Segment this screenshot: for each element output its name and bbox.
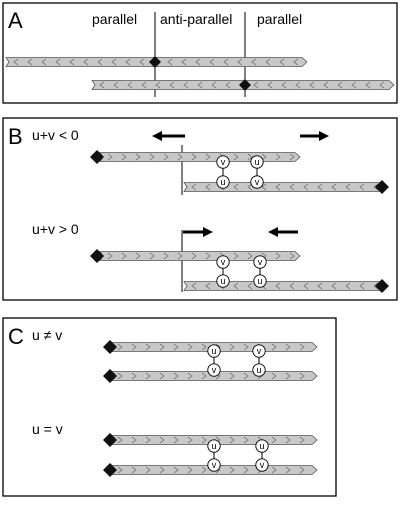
panel-a-header-parallel-right: parallel bbox=[257, 11, 302, 27]
panel-b-end-marker-3 bbox=[90, 249, 104, 263]
monomer-u bbox=[250, 155, 264, 169]
monomer-v bbox=[216, 255, 230, 269]
panel-c-frame bbox=[2, 317, 337, 497]
panel-c-condition-unequal: u ≠ v bbox=[32, 327, 62, 343]
monomer-u-label: u bbox=[211, 346, 216, 356]
arrow-right-icon bbox=[203, 227, 213, 237]
chevron-pattern bbox=[117, 372, 305, 380]
monomer-u-label: u bbox=[257, 276, 262, 286]
chevron-pattern bbox=[107, 252, 295, 260]
arrow-right-icon bbox=[319, 131, 329, 141]
monomer-v-label: v bbox=[212, 365, 217, 375]
monomer-u bbox=[216, 175, 230, 189]
monomer-v-label: v bbox=[258, 257, 263, 267]
monomer-u bbox=[207, 439, 221, 453]
panel-c-end-marker-3 bbox=[103, 433, 117, 447]
monomer-v bbox=[250, 175, 264, 189]
panel-a-header-anti-parallel: anti-parallel bbox=[160, 11, 232, 27]
panel-c-condition-equal: u = v bbox=[32, 421, 63, 437]
chevron-pattern bbox=[99, 81, 385, 89]
panel-c-end-marker-2 bbox=[103, 369, 117, 383]
panel-b-filament-4 bbox=[183, 281, 385, 291]
panel-b-filament-2 bbox=[183, 182, 385, 192]
panel-a-frame bbox=[2, 2, 398, 104]
monomer-v bbox=[207, 363, 221, 377]
monomer-u-label: u bbox=[259, 441, 264, 451]
chevron-pattern bbox=[191, 183, 379, 191]
panel-a-end-marker-bottom bbox=[239, 79, 251, 91]
panel-c-end-marker-4 bbox=[103, 463, 117, 477]
monomer-u bbox=[216, 274, 230, 288]
monomer-u-label: u bbox=[256, 365, 261, 375]
monomer-u bbox=[255, 439, 269, 453]
monomer-v-label: v bbox=[212, 460, 217, 470]
panel-b-end-marker-1 bbox=[90, 150, 104, 164]
panel-b-end-marker-2 bbox=[375, 180, 389, 194]
panel-b-condition-positive: u+v > 0 bbox=[32, 221, 79, 237]
monomer-u-label: u bbox=[254, 157, 259, 167]
panel-c-end-marker-1 bbox=[103, 340, 117, 354]
monomer-v-label: v bbox=[260, 460, 265, 470]
panel-b-filament-3 bbox=[99, 251, 301, 261]
chevron-pattern bbox=[107, 153, 295, 161]
panel-b-condition-negative: u+v < 0 bbox=[32, 127, 79, 143]
panel-c-label: C bbox=[8, 324, 24, 349]
monomer-v bbox=[216, 155, 230, 169]
arrow-left-icon bbox=[268, 227, 278, 237]
panel-a-end-marker-top bbox=[149, 56, 161, 68]
monomer-u bbox=[207, 344, 221, 358]
monomer-v bbox=[252, 344, 266, 358]
monomer-v-label: v bbox=[221, 157, 226, 167]
panel-b-frame bbox=[2, 117, 398, 301]
monomer-v bbox=[255, 458, 269, 472]
monomer-v bbox=[207, 458, 221, 472]
monomer-u-label: u bbox=[220, 276, 225, 286]
panel-b-filament-1 bbox=[99, 152, 301, 162]
chevron-pattern bbox=[191, 282, 379, 290]
monomer-v-label: v bbox=[221, 257, 226, 267]
panel-a-header-parallel-left: parallel bbox=[92, 11, 137, 27]
panel-a-label: A bbox=[8, 8, 23, 33]
monomer-v-label: v bbox=[257, 346, 262, 356]
panel-b-end-marker-4 bbox=[375, 279, 389, 293]
monomer-u-label: u bbox=[211, 441, 216, 451]
monomer-v bbox=[253, 255, 267, 269]
monomer-u-label: u bbox=[220, 177, 225, 187]
monomer-u bbox=[252, 363, 266, 377]
monomer-u bbox=[253, 274, 267, 288]
arrow-left-icon bbox=[152, 131, 162, 141]
panel-b-label: B bbox=[8, 124, 23, 149]
chevron-pattern bbox=[13, 58, 299, 66]
monomer-v-label: v bbox=[255, 177, 260, 187]
